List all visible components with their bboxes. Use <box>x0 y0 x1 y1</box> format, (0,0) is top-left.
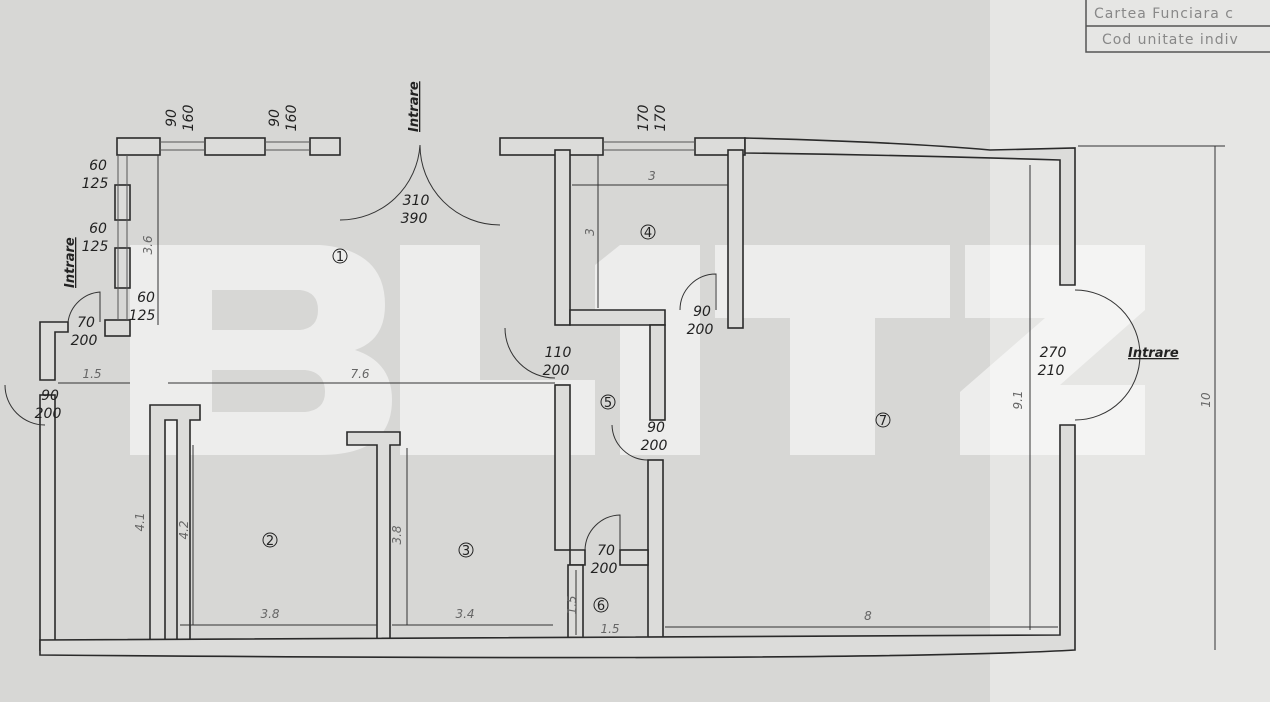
door-5-width: 110 <box>545 345 572 361</box>
win-top-c-height: 170 <box>653 105 669 132</box>
win-left-c-width: 60 <box>137 290 155 306</box>
win-left-a-width: 60 <box>89 158 107 174</box>
door-left-a-width: 70 <box>77 315 95 331</box>
win-left-b-width: 60 <box>89 221 107 237</box>
door-6-height: 200 <box>591 561 618 577</box>
win-left-c-height: 125 <box>129 308 156 324</box>
dim-3-8-horizontal: 3.8 <box>260 607 279 621</box>
entrance-label-right: Intrare <box>1128 346 1179 361</box>
door-swings <box>4 144 1141 551</box>
door-main-height: 390 <box>401 211 428 227</box>
dim-1-5: 1.5 <box>82 367 101 381</box>
watermark-logo <box>130 245 1145 455</box>
title-block: Cartea Funciara c Cod unitate indiv <box>1085 0 1270 53</box>
win-left-b-height: 125 <box>82 239 109 255</box>
win-top-b-width: 90 <box>267 109 283 127</box>
dim-3-6: 3.6 <box>141 235 155 254</box>
win-top-a-width: 90 <box>164 109 180 127</box>
door-left-b-width: 90 <box>41 388 59 404</box>
dim-8: 8 <box>864 609 872 623</box>
room-7: 7 <box>879 414 887 429</box>
windows <box>117 141 695 320</box>
room-2: 2 <box>266 534 274 549</box>
dim-1-5-horizontal: 1.5 <box>600 622 619 636</box>
door-main-width: 310 <box>403 193 430 209</box>
dim-1-5-vertical: 1.5 <box>565 595 579 614</box>
door-left-b-height: 200 <box>35 406 62 422</box>
win-left-a-height: 125 <box>82 176 109 192</box>
door-4-height: 200 <box>687 322 714 338</box>
win-top-b-height: 160 <box>284 105 300 132</box>
dim-3-top: 3 <box>648 169 656 183</box>
door-5b-width: 90 <box>647 420 665 436</box>
door-left-a-height: 200 <box>71 333 98 349</box>
room-6: 6 <box>597 599 605 614</box>
win-top-a-height: 160 <box>181 105 197 132</box>
door-4-width: 90 <box>693 304 711 320</box>
entrance-label-left: Intrare <box>63 237 78 288</box>
entrance-label-top: Intrare <box>407 81 422 132</box>
dim-3-side: 3 <box>583 228 597 236</box>
room-5: 5 <box>604 396 612 411</box>
dim-10: 10 <box>1199 392 1213 408</box>
door-6-width: 70 <box>597 543 615 559</box>
door-7-height: 210 <box>1038 363 1065 379</box>
win-top-c-width: 170 <box>636 105 652 132</box>
title-row-1: Cartea Funciara c <box>1094 6 1234 22</box>
walls <box>39 137 1076 659</box>
door-7-width: 270 <box>1040 345 1067 361</box>
room-4: 4 <box>644 226 652 241</box>
title-row-2: Cod unitate indiv <box>1102 32 1239 48</box>
dim-3-4: 3.4 <box>455 607 474 621</box>
room-numbers: 1 2 3 4 5 6 7 <box>262 224 891 614</box>
dimension-lines <box>58 145 1225 650</box>
dim-4-2: 4.2 <box>177 520 191 539</box>
dim-7-6: 7.6 <box>350 367 369 381</box>
room-1: 1 <box>336 250 344 265</box>
door-5b-height: 200 <box>641 438 668 454</box>
dim-4-1: 4.1 <box>133 512 147 531</box>
dim-3-8-vertical: 3.8 <box>390 525 404 544</box>
room-3: 3 <box>462 544 470 559</box>
dim-9-1: 9.1 <box>1011 390 1025 409</box>
door-5-height: 200 <box>543 363 570 379</box>
